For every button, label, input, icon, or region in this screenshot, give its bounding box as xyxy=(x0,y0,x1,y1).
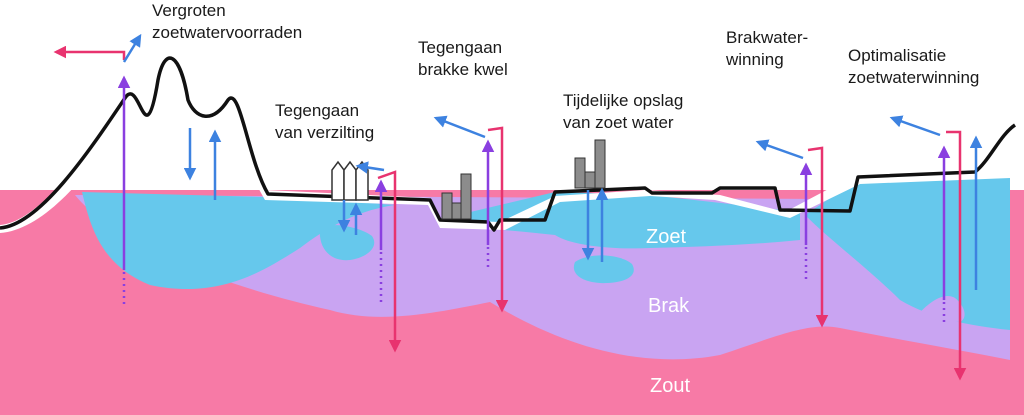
fresh-water-storage-bubble-2 xyxy=(573,255,634,284)
label-kwel-line1: Tegengaan xyxy=(418,38,503,57)
label-brakwater-line1: Brakwater- xyxy=(726,28,809,47)
label-opslag-line2: van zoet water xyxy=(563,113,674,132)
arrows-verzilting xyxy=(337,161,402,353)
fresh-water-storage-bubble xyxy=(319,225,375,261)
brackish-cone xyxy=(915,296,965,322)
arrows-kwel xyxy=(433,115,509,313)
label-optimalisatie-line2: zoetwaterwinning xyxy=(848,68,980,87)
label-vergroten-line2: zoetwatervoorraden xyxy=(152,23,303,42)
city-buildings-icon xyxy=(441,173,472,220)
label-kwel-line2: brakke kwel xyxy=(418,60,508,79)
city-buildings-icon-2 xyxy=(574,139,606,189)
label-opslag-line1: Tijdelijke opslag xyxy=(563,91,684,110)
fresh-water-polder-lens xyxy=(440,192,800,249)
label-verzilting-line1: Tegengaan xyxy=(275,101,360,120)
zone-label-brak: Brak xyxy=(648,295,690,317)
label-vergroten-line1: Vergroten xyxy=(152,1,226,20)
label-verzilting-line2: van verzilting xyxy=(275,123,375,142)
arrows-opslag xyxy=(581,187,609,262)
arrows-brakwater xyxy=(755,139,829,328)
label-brakwater-line2: winning xyxy=(726,50,784,69)
arrows-optimalisatie xyxy=(889,115,983,381)
arrows-vergroten xyxy=(53,33,222,305)
zone-label-zout: Zout xyxy=(650,375,691,397)
label-optimalisatie-line1: Optimalisatie xyxy=(848,46,947,65)
zone-label-zoet: Zoet xyxy=(646,226,687,248)
fresh-water-dune-lens xyxy=(82,192,395,290)
